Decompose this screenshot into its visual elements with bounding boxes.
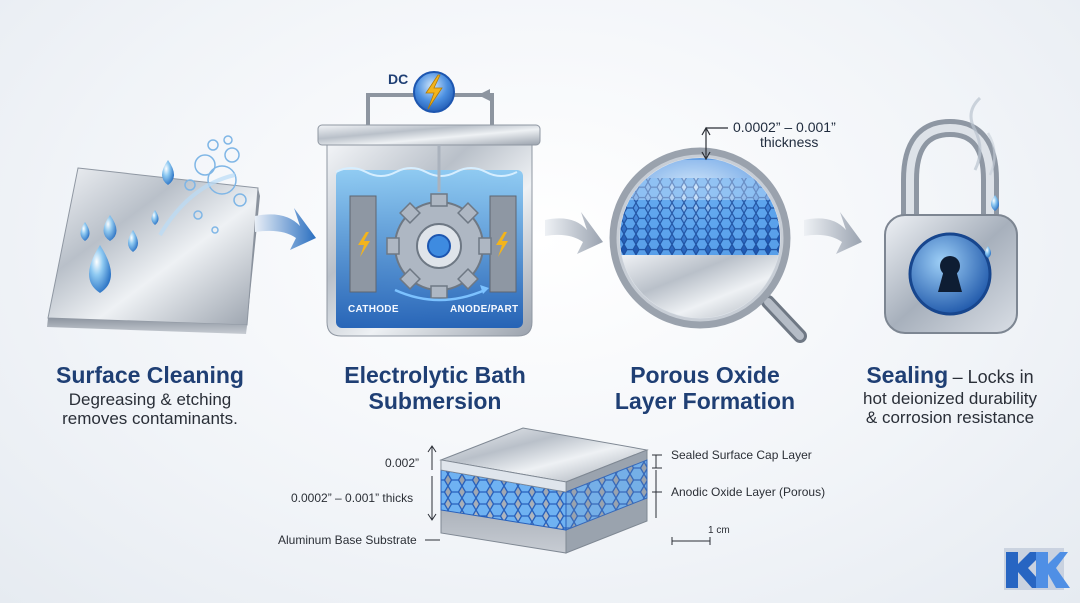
step-3-title-line-2: Layer Formation	[614, 388, 796, 414]
power-bolt-icon	[413, 71, 455, 113]
padlock-icon	[884, 96, 1018, 334]
thickness-value: 0.0002” – 0.001”	[733, 119, 836, 135]
cap-thickness-label: 0.002”	[385, 456, 420, 470]
step-1-title: Surface Cleaning	[56, 362, 244, 388]
cathode-label: CATHODE	[348, 304, 399, 315]
step-2-title-line-2: Submersion	[368, 388, 502, 414]
cap-layer-label: Sealed Surface Cap Layer	[671, 448, 812, 462]
cross-section-dimensions	[425, 445, 711, 545]
thickness-word: thickness	[760, 134, 819, 150]
oxide-layer-label: Anodic Oxide Layer (Porous)	[671, 485, 826, 499]
step-4-desc-line-1: hot deionized durability	[863, 389, 1037, 408]
magnifier-icon	[609, 147, 807, 343]
step-3-title-line-1: Porous Oxide	[630, 362, 780, 388]
water-droplets	[80, 160, 174, 293]
cross-section-block	[439, 427, 649, 554]
step-1-desc-line-1: Degreasing & etching	[68, 390, 232, 409]
oxide-thickness-label: 0.0002” – 0.001” thicks	[291, 491, 414, 505]
step-2-title-line-1: Electrolytic Bath	[344, 362, 526, 388]
step-4-title-row: Sealing – Locks in	[840, 362, 1060, 389]
arrow-3-icon	[804, 212, 862, 254]
step-4-desc-line-2: & corrosion resistance	[865, 408, 1035, 427]
logo	[1004, 548, 1070, 590]
step-4-title: Sealing	[866, 362, 949, 388]
anode-label: ANODE/PART	[450, 304, 519, 315]
arrow-2-icon	[545, 212, 603, 254]
step-4-title-rest: – Locks in	[952, 367, 1034, 387]
scale-label: 1 cm	[708, 525, 730, 536]
electrolytic-tank	[317, 89, 541, 337]
thickness-indicator	[701, 126, 728, 161]
substrate-label: Aluminum Base Substrate	[278, 533, 417, 547]
bubbles-icon	[158, 135, 247, 237]
step-1-desc-line-2: removes contaminants.	[62, 409, 238, 428]
dc-label: DC	[388, 71, 409, 87]
arrow-1-icon	[255, 208, 316, 250]
